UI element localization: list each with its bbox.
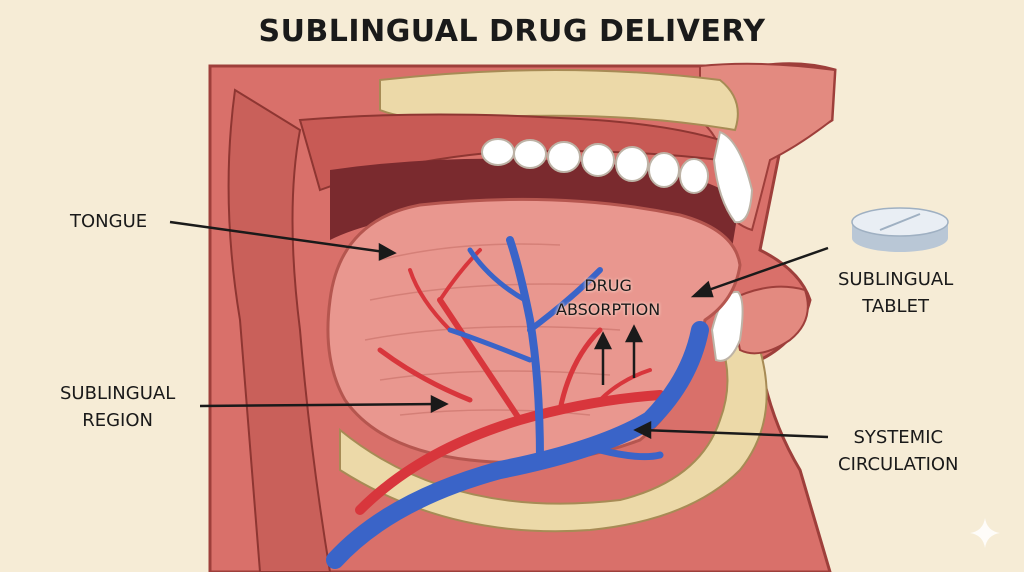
- sparkle-icon: [970, 518, 1000, 548]
- pharynx: [227, 88, 332, 572]
- label-tongue: TONGUE: [70, 208, 147, 235]
- label-sublingual-tablet-line1: SUBLINGUAL: [838, 269, 954, 290]
- arrow-icon: [593, 324, 644, 385]
- veins: [326, 236, 709, 569]
- label-drug-absorption-line1: DRUG: [584, 276, 632, 295]
- label-drug-absorption-line2: ABSORPTION: [556, 300, 661, 319]
- label-sublingual-region-line2: REGION: [82, 410, 153, 431]
- page-title: SUBLINGUAL DRUG DELIVERY: [258, 14, 766, 49]
- arteries: [355, 248, 665, 515]
- label-systemic-circulation-line1: SYSTEMIC: [853, 427, 944, 448]
- upper-teeth: [481, 130, 754, 224]
- label-sublingual-region-line1: SUBLINGUAL: [60, 383, 176, 404]
- label-tongue-text: TONGUE: [70, 211, 148, 232]
- label-sublingual-tablet: SUBLINGUAL TABLET: [838, 266, 953, 320]
- label-sublingual-region: SUBLINGUAL REGION: [60, 380, 175, 434]
- label-sublingual-tablet-line2: TABLET: [862, 296, 929, 317]
- sublingual-tablet-icon: [851, 207, 949, 252]
- label-systemic-circulation: SYSTEMIC CIRCULATION: [838, 424, 959, 478]
- pointer-lines: [169, 220, 829, 440]
- label-drug-absorption: DRUG ABSORPTION: [556, 274, 660, 322]
- label-systemic-circulation-line2: CIRCULATION: [838, 454, 959, 475]
- lower-lip: [728, 285, 809, 355]
